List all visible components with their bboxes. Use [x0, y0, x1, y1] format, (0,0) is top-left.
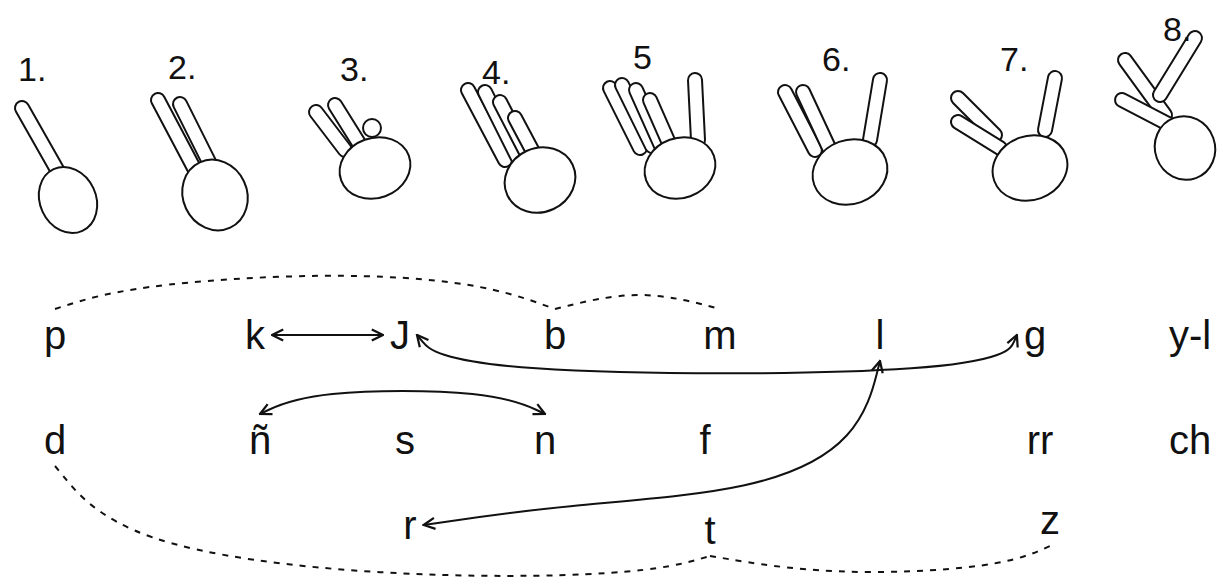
letter-text: ch: [1169, 420, 1211, 460]
hand-stroke: [1160, 38, 1195, 95]
hand-stroke: [983, 125, 1076, 211]
letter-node: t: [701, 508, 718, 552]
hand-stroke: [331, 127, 419, 208]
letter-node: ch: [1166, 418, 1214, 462]
hand-sign: [158, 100, 259, 241]
hand-sign: [316, 105, 419, 209]
connector: [55, 466, 710, 576]
letter-node: g: [1021, 313, 1049, 357]
callout-number: 6.: [822, 42, 850, 76]
letter-node: d: [41, 418, 69, 462]
letter-node: b: [541, 313, 569, 357]
letter-text: t: [704, 510, 715, 550]
callout-number: 4.: [482, 55, 510, 89]
hand-stroke: [870, 80, 880, 140]
letter-node: z: [1037, 498, 1063, 542]
letter-node: f: [696, 418, 713, 462]
callout-number: 2.: [168, 50, 196, 84]
letter-node: n: [531, 418, 559, 462]
letter-node: J: [387, 313, 413, 357]
connector: [260, 391, 545, 414]
letter-text: p: [44, 315, 66, 355]
callout-number: 3.: [340, 52, 368, 86]
letter-text: z: [1040, 500, 1060, 540]
hand-sign: [22, 108, 108, 243]
callout-number: 7.: [1000, 42, 1028, 76]
letter-text: s: [395, 420, 415, 460]
hand-stroke: [1045, 78, 1055, 130]
letter-node: ñ: [246, 418, 274, 462]
connector: [555, 295, 720, 309]
letter-text: J: [390, 315, 410, 355]
letter-text: g: [1024, 315, 1046, 355]
hand-stroke: [22, 108, 60, 175]
letter-text: y-l: [1169, 315, 1211, 355]
letter-text: d: [44, 420, 66, 460]
connector: [710, 546, 1050, 572]
letter-node: k: [242, 313, 268, 357]
hand-stroke: [28, 157, 107, 242]
hand-stroke: [803, 92, 830, 150]
letter-text: b: [544, 315, 566, 355]
hand-stroke: [494, 136, 586, 224]
hand-stroke: [22, 108, 60, 175]
hand-stroke: [695, 80, 698, 140]
letter-node: m: [700, 313, 739, 357]
hand-stroke: [803, 129, 896, 215]
connector: [272, 334, 383, 336]
letter-text: ñ: [249, 420, 271, 460]
hand-stroke: [1045, 78, 1055, 130]
letter-node: y-l: [1166, 313, 1214, 357]
hand-stroke: [335, 105, 360, 145]
hand-stroke: [180, 104, 212, 168]
hand-sign: [1122, 38, 1223, 188]
hand-stroke: [958, 122, 1000, 148]
hand-stroke: [1146, 108, 1223, 189]
hand-stroke: [695, 80, 698, 140]
hand-stroke: [958, 122, 1000, 148]
hand-stroke: [1122, 100, 1170, 125]
letter-node: rr: [1024, 418, 1057, 462]
letter-node: s: [392, 418, 418, 462]
hand-sign: [785, 80, 897, 215]
connector: [55, 276, 555, 309]
hand-sign: [958, 78, 1077, 211]
letter-text: k: [245, 315, 265, 355]
letter-text: rr: [1027, 420, 1054, 460]
letter-node: p: [41, 313, 69, 357]
hand-stroke: [1122, 100, 1170, 125]
callout-number: 5: [633, 40, 652, 74]
letter-text: m: [703, 315, 736, 355]
hand-sign: [468, 90, 586, 224]
letter-node: r: [400, 503, 419, 547]
letter-text: r: [403, 505, 416, 545]
hand-stroke: [803, 92, 830, 150]
hand-stroke: [636, 127, 724, 208]
letter-text: l: [876, 315, 885, 355]
hand-sign: [610, 80, 724, 209]
callout-number: 8.: [1163, 12, 1191, 46]
letter-text: f: [699, 420, 710, 460]
callout-number: 1.: [18, 52, 46, 86]
hand-stroke: [1160, 38, 1195, 95]
hand-stroke: [870, 80, 880, 140]
hand-stroke: [180, 104, 212, 168]
letter-text: n: [534, 420, 556, 460]
connector: [424, 361, 880, 525]
letter-node: l: [873, 313, 888, 357]
hand-stroke: [335, 105, 360, 145]
hand-stroke: [363, 119, 381, 137]
hand-stroke: [171, 149, 259, 241]
